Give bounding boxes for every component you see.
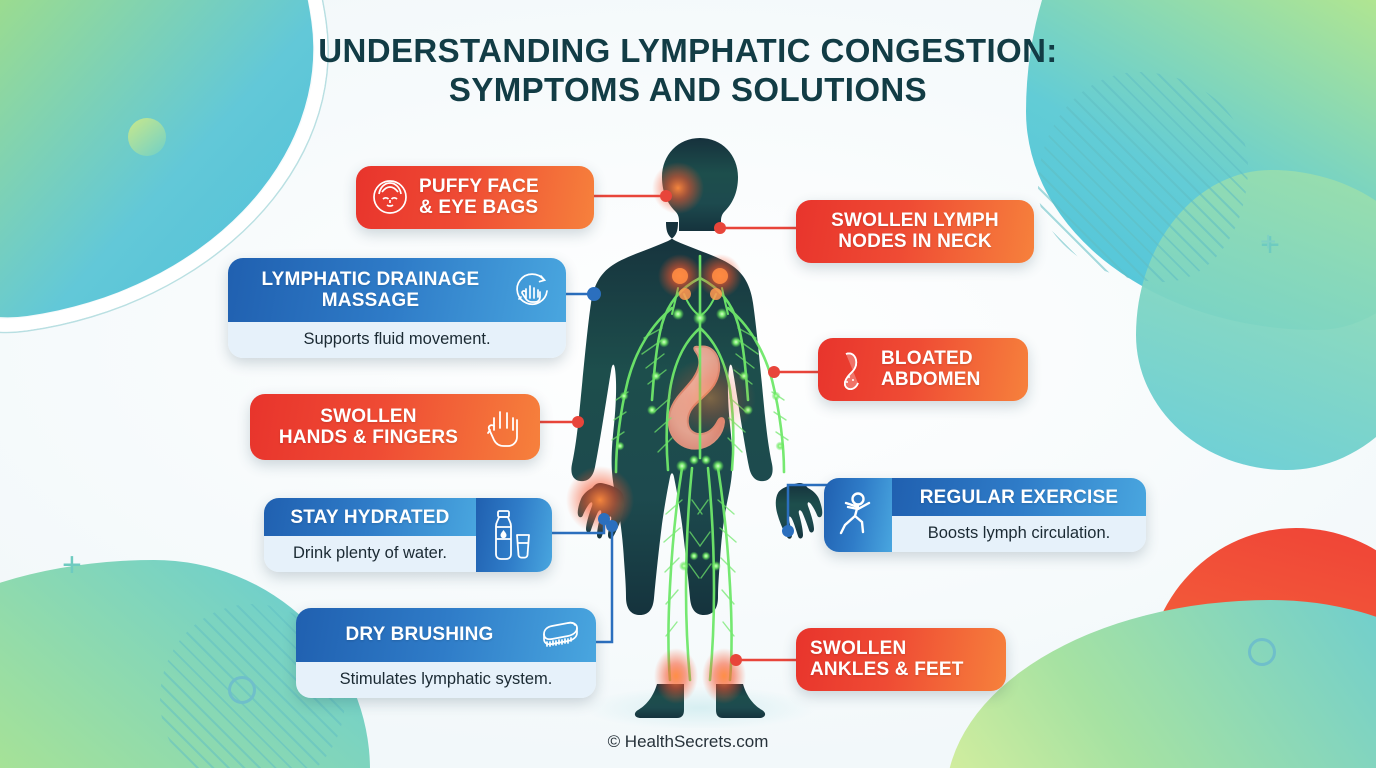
card-swollen-ankles-head: SWOLLEN ANKLES & FEET (796, 628, 1006, 691)
top-right-secondary-blob (1136, 170, 1376, 470)
hand-icon (482, 404, 526, 450)
card-swollen-ankles-title: SWOLLEN ANKLES & FEET (810, 638, 964, 681)
ring-bottom-left (228, 676, 256, 704)
card-bloated-abdomen[interactable]: BLOATED ABDOMEN (818, 338, 1028, 401)
card-swollen-hands-title: SWOLLEN HANDS & FINGERS (278, 405, 459, 448)
card-massage-subtitle: Supports fluid movement. (228, 322, 566, 358)
card-swollen-hands-head: SWOLLEN HANDS & FINGERS (250, 394, 540, 460)
card-swollen-lymph-nodes-head: SWOLLEN LYMPH NODES IN NECK (796, 200, 1034, 263)
card-massage-head: LYMPHATIC DRAINAGE MASSAGE (228, 258, 566, 322)
card-swollen-lymph-nodes[interactable]: SWOLLEN LYMPH NODES IN NECK (796, 200, 1034, 263)
card-puffy-face-title: PUFFY FACE & EYE BAGS (419, 176, 539, 219)
card-hydrated-icon-rail (476, 498, 552, 573)
card-dry-brushing-subtitle: Stimulates lymphatic system. (296, 662, 596, 698)
face-icon (370, 177, 410, 217)
card-dry-brushing[interactable]: DRY BRUSHING Stimulates lymphatic system… (296, 608, 596, 698)
card-swollen-ankles[interactable]: SWOLLEN ANKLES & FEET (796, 628, 1006, 691)
stomach-icon (832, 348, 872, 391)
card-hydrated-body: STAY HYDRATED Drink plenty of water. (264, 498, 476, 573)
card-dry-brushing-title: DRY BRUSHING (345, 624, 494, 646)
page-title: UNDERSTANDING LYMPHATIC CONGESTION: SYMP… (0, 32, 1376, 110)
card-dry-brushing-head: DRY BRUSHING (296, 608, 596, 662)
card-puffy-face[interactable]: PUFFY FACE & EYE BAGS (356, 166, 594, 229)
plus-icon-top-right: + (1260, 226, 1280, 264)
card-exercise-title: REGULAR EXERCISE (919, 487, 1119, 508)
title-line-1: UNDERSTANDING LYMPHATIC CONGESTION: (318, 32, 1058, 69)
card-bloated-abdomen-head: BLOATED ABDOMEN (818, 338, 1028, 401)
card-puffy-face-head: PUFFY FACE & EYE BAGS (356, 166, 594, 229)
plus-icon-right: + (1260, 226, 1277, 257)
running-person-icon (834, 488, 882, 542)
card-exercise-icon-rail (824, 478, 892, 553)
card-stay-hydrated[interactable]: STAY HYDRATED Drink plenty of water. (264, 498, 552, 573)
card-swollen-lymph-nodes-title: SWOLLEN LYMPH NODES IN NECK (831, 210, 999, 253)
brush-icon (538, 618, 582, 652)
card-exercise-body: REGULAR EXERCISE Boosts lymph circulatio… (892, 478, 1146, 553)
card-lymphatic-drainage-massage[interactable]: LYMPHATIC DRAINAGE MASSAGE Supports flui… (228, 258, 566, 358)
card-hydrated-subtitle: Drink plenty of water. (264, 536, 476, 573)
card-hydrated-head: STAY HYDRATED (264, 498, 476, 537)
top-left-dot (128, 118, 166, 156)
card-bloated-abdomen-title: BLOATED ABDOMEN (881, 348, 981, 391)
ring-bottom-right (1248, 638, 1276, 666)
water-bottle-icon (486, 506, 542, 564)
title-line-2: SYMPTOMS AND SOLUTIONS (448, 70, 928, 108)
card-swollen-hands[interactable]: SWOLLEN HANDS & FINGERS (250, 394, 540, 460)
card-exercise-subtitle: Boosts lymph circulation. (892, 516, 1146, 553)
card-regular-exercise[interactable]: REGULAR EXERCISE Boosts lymph circulatio… (824, 478, 1146, 553)
footer-credit: © HealthSecrets.com (607, 732, 769, 751)
plus-icon-bottom-left: + (62, 546, 82, 584)
card-exercise-head: REGULAR EXERCISE (892, 478, 1146, 517)
card-massage-title: LYMPHATIC DRAINAGE MASSAGE (261, 268, 480, 311)
massage-hand-icon (508, 268, 552, 312)
card-hydrated-title: STAY HYDRATED (290, 507, 450, 528)
